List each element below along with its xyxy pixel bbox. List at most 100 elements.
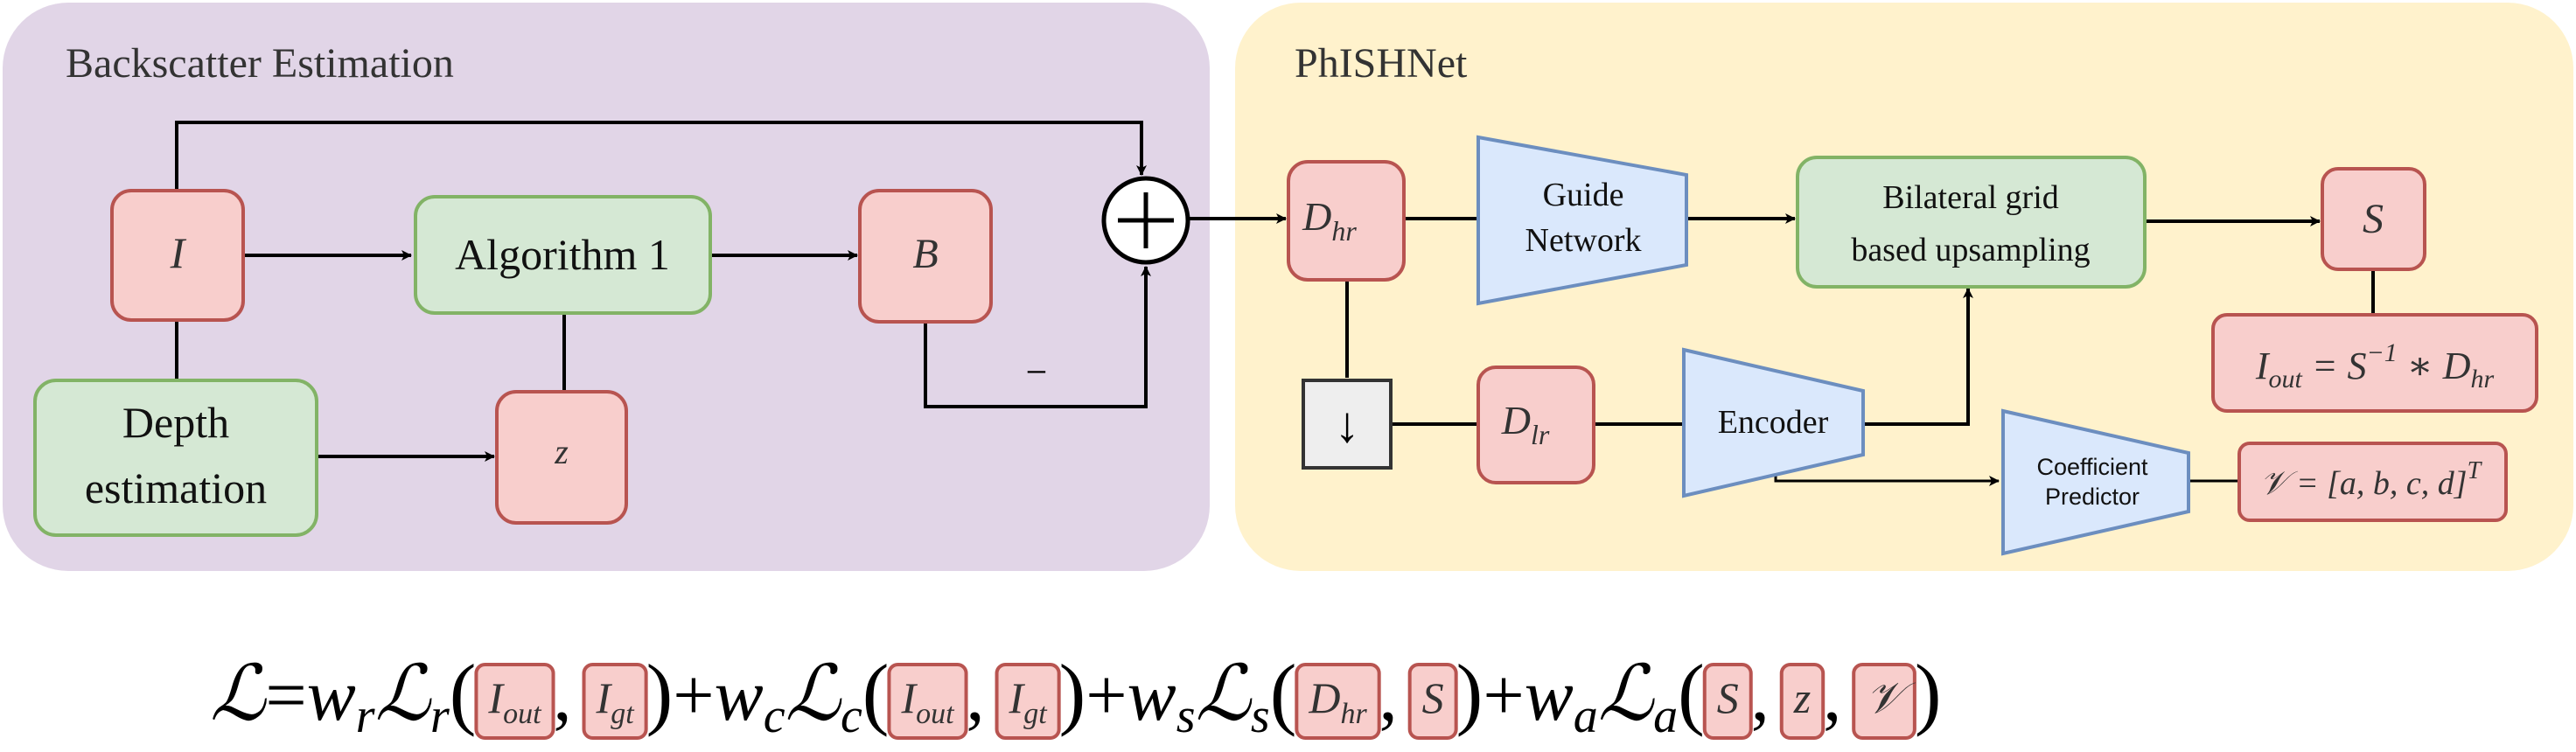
loss-paren-open: ( bbox=[1678, 648, 1705, 737]
loss-term-sub: c bbox=[841, 689, 862, 743]
loss-arg-box bbox=[1295, 663, 1381, 740]
loss-comma: , bbox=[554, 655, 572, 736]
loss-arg-base: I bbox=[487, 673, 505, 722]
loss-comma: , bbox=[967, 655, 985, 736]
loss-comma: , bbox=[1751, 655, 1770, 736]
iout-lhs-sub: out bbox=[2268, 365, 2302, 393]
loss-weight: w bbox=[715, 655, 764, 736]
loss-paren-open: ( bbox=[1270, 648, 1297, 737]
D-hr-sub: hr bbox=[1331, 215, 1357, 247]
loss-arg-box bbox=[1779, 663, 1826, 740]
node-B: B bbox=[858, 189, 993, 324]
loss-arg-box bbox=[1407, 663, 1458, 740]
loss-weight-sub: c bbox=[764, 689, 785, 743]
iout-eq: = S bbox=[2302, 345, 2367, 387]
guide-line1: Guide bbox=[1543, 177, 1624, 213]
loss-arg-base: z bbox=[1793, 673, 1811, 722]
loss-paren-open: ( bbox=[450, 648, 477, 737]
D-lr-sub: lr bbox=[1531, 419, 1550, 450]
node-algorithm-label: Algorithm 1 bbox=[455, 230, 670, 279]
node-z: z bbox=[495, 390, 628, 525]
node-depth-line2: estimation bbox=[85, 463, 267, 512]
loss-arg-box bbox=[1702, 663, 1753, 740]
encoder-label: Encoder bbox=[1718, 404, 1829, 441]
encoder: Encoder bbox=[1682, 347, 1865, 498]
svg-text:Dlr: Dlr bbox=[1501, 398, 1550, 450]
coefficient-line1: Coefficient bbox=[2036, 454, 2148, 480]
V-eq-sup: T bbox=[2468, 457, 2483, 484]
backscatter-title: Backscatter Estimation bbox=[66, 40, 454, 87]
node-B-label: B bbox=[912, 231, 938, 277]
loss-arg-box bbox=[582, 663, 648, 740]
loss-term-sub: a bbox=[1653, 689, 1678, 743]
loss-paren-close: ) bbox=[1059, 648, 1086, 737]
loss-comma: , bbox=[1379, 655, 1398, 736]
loss-paren-close: ) bbox=[1915, 648, 1942, 737]
phishnet-title: PhISHNet bbox=[1295, 40, 1468, 87]
loss-arg-box bbox=[995, 663, 1061, 740]
loss-term-sub: r bbox=[430, 689, 450, 743]
edge-B-to-sum bbox=[924, 266, 1151, 408]
bilateral-line2: based upsampling bbox=[1851, 232, 2090, 268]
loss-arg-base: S bbox=[1717, 673, 1739, 722]
loss-term-L: ℒ bbox=[375, 652, 432, 737]
loss-weight: w bbox=[307, 655, 356, 736]
node-S: S bbox=[2321, 167, 2426, 271]
minus-sign: − bbox=[1026, 351, 1048, 393]
node-V-equation: 𝒱 = [a, b, c, d]T bbox=[2237, 442, 2508, 522]
iout-rhs-sub: hr bbox=[2470, 365, 2494, 393]
bilateral-grid-upsampling: Bilateral grid based upsampling bbox=[1796, 156, 2147, 289]
node-I: I bbox=[110, 189, 245, 322]
node-I-out-equation: Iout = S−1 ∗ Dhr bbox=[2211, 313, 2538, 413]
svg-text:𝒱 = [a, b, c, d]T: 𝒱 = [a, b, c, d]T bbox=[2260, 457, 2483, 502]
loss-equals: = bbox=[265, 655, 306, 736]
node-depth-line1: Depth bbox=[122, 398, 229, 447]
loss-comma: , bbox=[1823, 655, 1841, 736]
loss-arg-sub: out bbox=[503, 698, 542, 730]
loss-weight-sub: s bbox=[1176, 689, 1196, 743]
svg-text:Iout = S−1 ∗ Dhr: Iout = S−1 ∗ Dhr bbox=[2255, 338, 2495, 393]
loss-arg-box bbox=[887, 663, 968, 740]
loss-term-sub: s bbox=[1251, 689, 1270, 743]
D-lr-base: D bbox=[1501, 398, 1531, 442]
node-S-label: S bbox=[2363, 196, 2384, 242]
loss-arg-box bbox=[1852, 663, 1916, 740]
loss-paren-close: ) bbox=[1456, 648, 1483, 737]
loss-arg-box bbox=[474, 663, 555, 740]
loss-paren-open: ( bbox=[862, 648, 890, 737]
loss-arg-base: S bbox=[1422, 673, 1444, 722]
loss-arg-sub: out bbox=[916, 698, 955, 730]
svg-text:Dhr: Dhr bbox=[1302, 194, 1357, 247]
iout-lhs: I bbox=[2255, 345, 2271, 387]
connectors bbox=[175, 121, 2375, 486]
sum-node bbox=[1101, 176, 1190, 265]
iout-sup: −1 bbox=[2367, 338, 2398, 367]
edge-encoder-to-bilateral bbox=[1863, 288, 1973, 426]
loss-weight-sub: r bbox=[356, 689, 375, 743]
loss-plus: + bbox=[673, 655, 714, 736]
loss-term-L: ℒ bbox=[1196, 652, 1253, 737]
bilateral-line1: Bilateral grid bbox=[1882, 179, 2059, 216]
plus-icon bbox=[1118, 192, 1174, 248]
down-arrow-icon: ↓ bbox=[1335, 396, 1360, 453]
node-z-label: z bbox=[554, 432, 569, 471]
node-D-lr: Dlr bbox=[1476, 366, 1595, 484]
loss-weight: w bbox=[1525, 655, 1574, 736]
edge-I-to-sum-top bbox=[175, 121, 1147, 191]
loss-L-symbol: ℒ bbox=[210, 652, 267, 737]
loss-arg-sub: gt bbox=[1023, 698, 1048, 730]
coefficient-predictor: Coefficient Predictor bbox=[2001, 408, 2190, 556]
node-I-label: I bbox=[170, 228, 187, 277]
V-eq-text: 𝒱 = [a, b, c, d] bbox=[2260, 465, 2468, 502]
loss-arg-sub: hr bbox=[1340, 698, 1367, 730]
loss-weight: w bbox=[1127, 655, 1176, 736]
coefficient-line2: Predictor bbox=[2045, 484, 2140, 510]
loss-arg-base: I bbox=[1009, 673, 1026, 722]
loss-term-L: ℒ bbox=[785, 652, 842, 737]
loss-arg-base: I bbox=[596, 673, 613, 722]
loss-arg-base: I bbox=[900, 673, 918, 722]
loss-arg-base: D bbox=[1308, 673, 1340, 722]
node-algorithm: Algorithm 1 bbox=[414, 195, 712, 315]
